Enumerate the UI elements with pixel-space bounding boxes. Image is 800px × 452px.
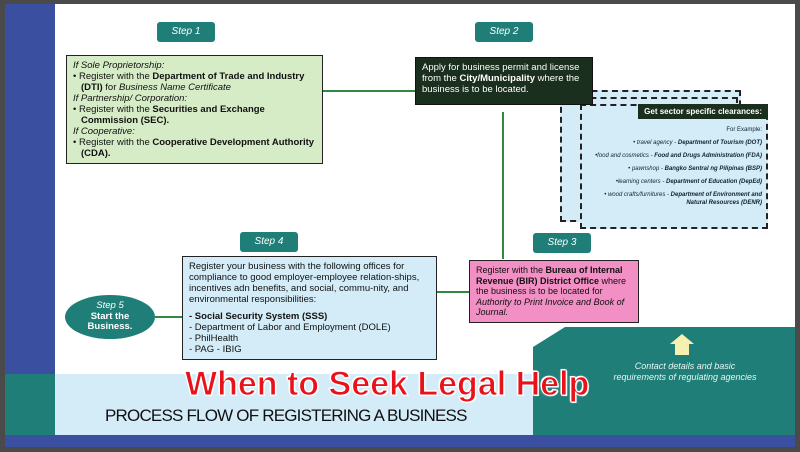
- agency-name: Cooperative Development Authority (CDA).: [81, 137, 315, 159]
- arrow-1-2: [323, 90, 415, 92]
- item-text: Register with the: [78, 104, 153, 115]
- page-title: PROCESS FLOW OF REGISTERING A BUSINESS: [105, 406, 467, 425]
- step4-office: - Department of Labor and Employment (DO…: [189, 322, 391, 333]
- step4-office: - PhilHealth: [189, 333, 239, 344]
- clearance-title: Get sector specific clearances:: [638, 104, 768, 119]
- step2-text-end: where the business is to be located.: [422, 73, 580, 95]
- step3-italic: Authority to Print Invoice and Book of J…: [476, 296, 625, 318]
- step1-item: • Register with the Cooperative Developm…: [73, 137, 315, 159]
- bottom-blue-band: [5, 435, 795, 447]
- step2-box: Apply for business permit and license fr…: [415, 57, 593, 105]
- sector-name: • travel agency -: [633, 140, 678, 146]
- step3-text: Register with the: [476, 265, 546, 275]
- clearance-intro: For Example:: [726, 127, 762, 133]
- clearance-card-front: Get sector specific clearances: For Exam…: [580, 104, 768, 229]
- sector-name: • pawnshop -: [628, 166, 665, 172]
- condition-label: If Partnership/ Corporation:: [73, 93, 188, 104]
- agency-name: Department of Tourism (DOT): [677, 140, 762, 146]
- left-teal-band: [5, 374, 55, 435]
- step1-item: • Register with the Securities and Excha…: [73, 104, 265, 126]
- sector-name: •food and cosmetics -: [595, 153, 655, 159]
- step1-box: If Sole Proprietorship:• Register with t…: [66, 55, 323, 164]
- left-blue-band: [5, 4, 55, 374]
- up-arrow-icon: [670, 334, 694, 355]
- agency-name: Securities and Exchange Commission (SEC)…: [81, 104, 265, 126]
- step3-text-mid: where the business is to be located for: [476, 275, 627, 297]
- step4-label: Step 4: [240, 232, 298, 252]
- title-band: [55, 374, 535, 435]
- agency-name: Department of Trade and Industry (DTI): [81, 71, 305, 93]
- item-text: Register with the: [78, 137, 153, 148]
- arrow-2-3: [502, 112, 504, 259]
- arrow-4-5: [155, 316, 182, 318]
- item-text-end: for: [102, 82, 120, 93]
- clearance-item: •food and cosmetics - Food and Drugs Adm…: [586, 152, 762, 160]
- step1-item: • Register with the Department of Trade …: [73, 71, 305, 93]
- clearance-item: • pawnshop - Bangko Sentral ng Pilipinas…: [586, 165, 762, 173]
- condition-label: If Cooperative:: [73, 126, 135, 137]
- step3-label: Step 3: [533, 233, 591, 253]
- step4-office: - Social Security System (SSS): [189, 311, 328, 322]
- agency-name: Bangko Sentral ng Pilipinas (BSP): [664, 166, 762, 172]
- agency-name: Food and Drugs Administration (FDA): [654, 153, 762, 159]
- clearance-item: • travel agency - Department of Tourism …: [586, 139, 762, 147]
- step2-bold: City/Municipality: [459, 73, 535, 84]
- step3-bold: Bureau of Internal Revenue (BIR) Distric…: [476, 265, 623, 286]
- contact-note: Contact details and basic requirements o…: [613, 361, 757, 382]
- step5-label: Step 5: [96, 300, 124, 311]
- step1-condition: If Partnership/ Corporation:: [73, 93, 316, 104]
- step4-office: - PAG - IBIG: [189, 344, 242, 355]
- agency-name: Department of Environment and Natural Re…: [670, 192, 762, 206]
- step3-box: Register with the Bureau of Internal Rev…: [469, 260, 639, 323]
- step1-condition: If Sole Proprietorship:: [73, 60, 316, 71]
- slide: Contact details and basic requirements o…: [5, 4, 795, 447]
- step1-label: Step 1: [157, 22, 215, 42]
- sector-name: • wood crafts/furnitures -: [604, 192, 671, 198]
- clearance-item: • wood crafts/furnitures - Department of…: [586, 191, 762, 207]
- step5-text: Start the Business.: [87, 310, 133, 332]
- step2-text: Apply for business permit and license fr…: [422, 62, 580, 84]
- teal-corner-shape: [533, 327, 795, 435]
- sector-name: •learning centers -: [615, 179, 666, 185]
- certificate-name: Business Name Certificate: [119, 82, 231, 93]
- item-text: Register with the: [78, 71, 153, 82]
- step4-intro: Register your business with the followin…: [189, 261, 420, 305]
- overlay-caption: When to Seek Legal Help: [184, 365, 590, 403]
- clearance-item: •learning centers - Department of Educat…: [586, 178, 762, 186]
- condition-label: If Sole Proprietorship:: [73, 60, 165, 71]
- agency-name: Department of Education (DepEd): [665, 179, 762, 185]
- arrow-3-4: [436, 291, 469, 293]
- step4-box: Register your business with the followin…: [182, 256, 437, 360]
- step2-label: Step 2: [475, 22, 533, 42]
- step1-condition: If Cooperative:: [73, 126, 316, 137]
